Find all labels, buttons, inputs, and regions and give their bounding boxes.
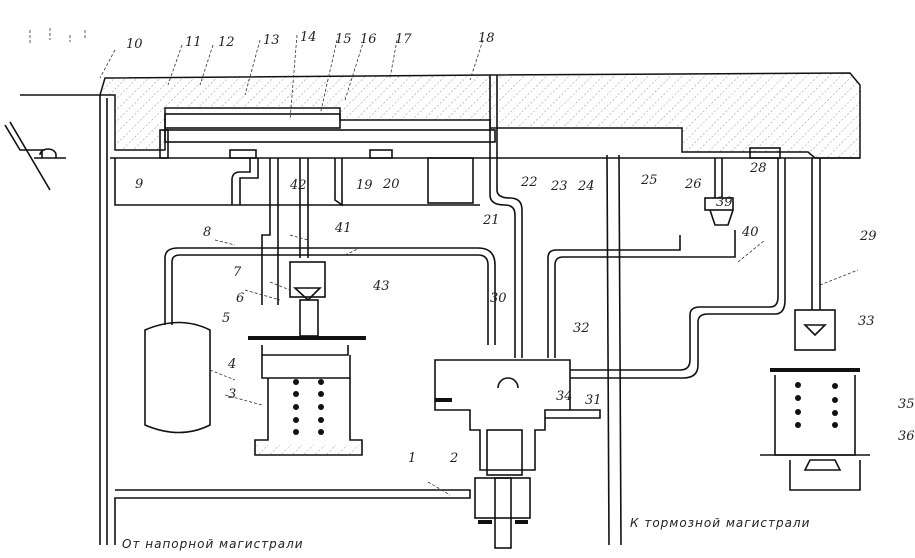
- label-33: 33: [858, 314, 875, 329]
- caption-inlet: От напорной магистрали: [122, 537, 304, 551]
- label-34: 34: [556, 389, 573, 404]
- label-36: 36: [898, 429, 915, 444]
- label-3: 3: [228, 387, 236, 402]
- label-16: 16: [360, 32, 377, 47]
- reservoir-4: [144, 247, 496, 434]
- label-4: 4: [227, 357, 236, 372]
- label-18: 18: [478, 31, 495, 46]
- label-24: 24: [577, 179, 595, 194]
- label-23: 23: [550, 179, 568, 194]
- label-25: 25: [640, 173, 658, 188]
- label-11: 11: [185, 35, 202, 50]
- label-8: 8: [203, 225, 211, 240]
- label-17: 17: [395, 32, 412, 47]
- label-leaders: [99, 34, 859, 496]
- inlet-pipe: [99, 95, 480, 545]
- label-6: 6: [236, 291, 244, 306]
- label-35: 35: [898, 397, 915, 412]
- label-39: 39: [716, 195, 733, 210]
- label-12: 12: [218, 35, 235, 50]
- label-5: 5: [222, 311, 230, 326]
- label-42: 42: [289, 178, 307, 193]
- relay-valve-3: [248, 261, 366, 456]
- label-31: 31: [585, 393, 602, 408]
- label-2: 2: [449, 451, 458, 466]
- label-1: 1: [408, 451, 416, 466]
- label-29: 29: [859, 229, 877, 244]
- label-21: 21: [482, 213, 500, 228]
- label-10: 10: [126, 37, 143, 52]
- label-9: 9: [135, 177, 143, 192]
- pipe-network: [231, 154, 821, 546]
- label-14: 14: [300, 30, 317, 45]
- label-43: 43: [372, 279, 390, 294]
- label-28: 28: [749, 161, 767, 176]
- equalizing-piston: [434, 359, 601, 549]
- label-7: 7: [233, 265, 242, 280]
- label-15: 15: [335, 32, 352, 47]
- pressure-valve-35: [760, 309, 870, 491]
- label-32: 32: [573, 321, 590, 336]
- valve-body-top: [20, 72, 861, 159]
- label-20: 20: [382, 177, 400, 192]
- label-41: 41: [334, 221, 352, 236]
- driver-handle: [4, 28, 86, 191]
- label-22: 22: [520, 175, 538, 190]
- caption-outlet: К тормозной магистрали: [630, 516, 810, 530]
- label-13: 13: [263, 33, 280, 48]
- label-26: 26: [684, 177, 702, 192]
- label-19: 19: [356, 178, 373, 193]
- label-40: 40: [741, 225, 759, 240]
- label-30: 30: [490, 291, 507, 306]
- part-number-labels: 10 11 12 13 14 15 16 17 18 9 42 19 20 21…: [126, 30, 915, 466]
